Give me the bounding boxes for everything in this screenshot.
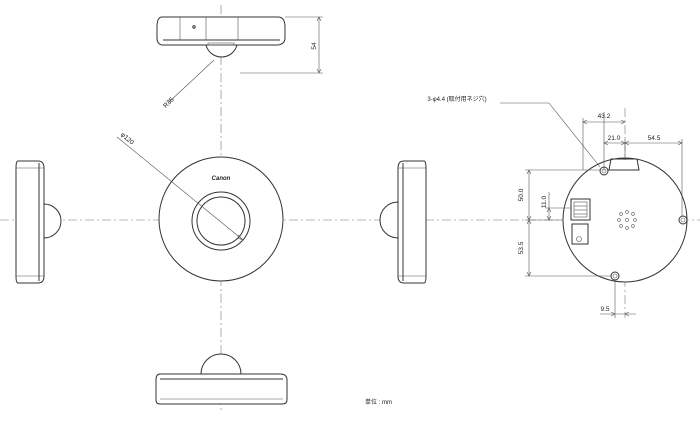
- front-view: [116, 136, 284, 282]
- dim-21-0: 21.0: [608, 135, 621, 142]
- logo-text: Canon: [212, 176, 231, 182]
- left-side-view: [15, 160, 62, 284]
- dim-54-5: 54.5: [648, 135, 661, 142]
- dim-53-5: 53.5: [518, 241, 525, 254]
- top-side-view: [156, 16, 323, 104]
- dim-height-54: 54: [311, 42, 318, 50]
- speaker-grille: [617, 210, 637, 230]
- right-side-view: [379, 160, 427, 284]
- dim-11-0: 11.0: [541, 196, 548, 209]
- bottom-side-view: [155, 353, 288, 405]
- back-view: [500, 102, 688, 318]
- dim-9-5: 9.5: [600, 306, 609, 313]
- unit-label: 単位 : mm: [365, 398, 392, 406]
- dim-screw-holes: 3-φ4.4 (取付用ネジ穴): [427, 95, 486, 103]
- dim-50-0: 50.0: [518, 188, 525, 201]
- dim-diameter-120: φ120: [119, 131, 135, 146]
- dim-radius-r35: R35: [162, 96, 176, 110]
- dim-43-2: 43.2: [598, 113, 611, 120]
